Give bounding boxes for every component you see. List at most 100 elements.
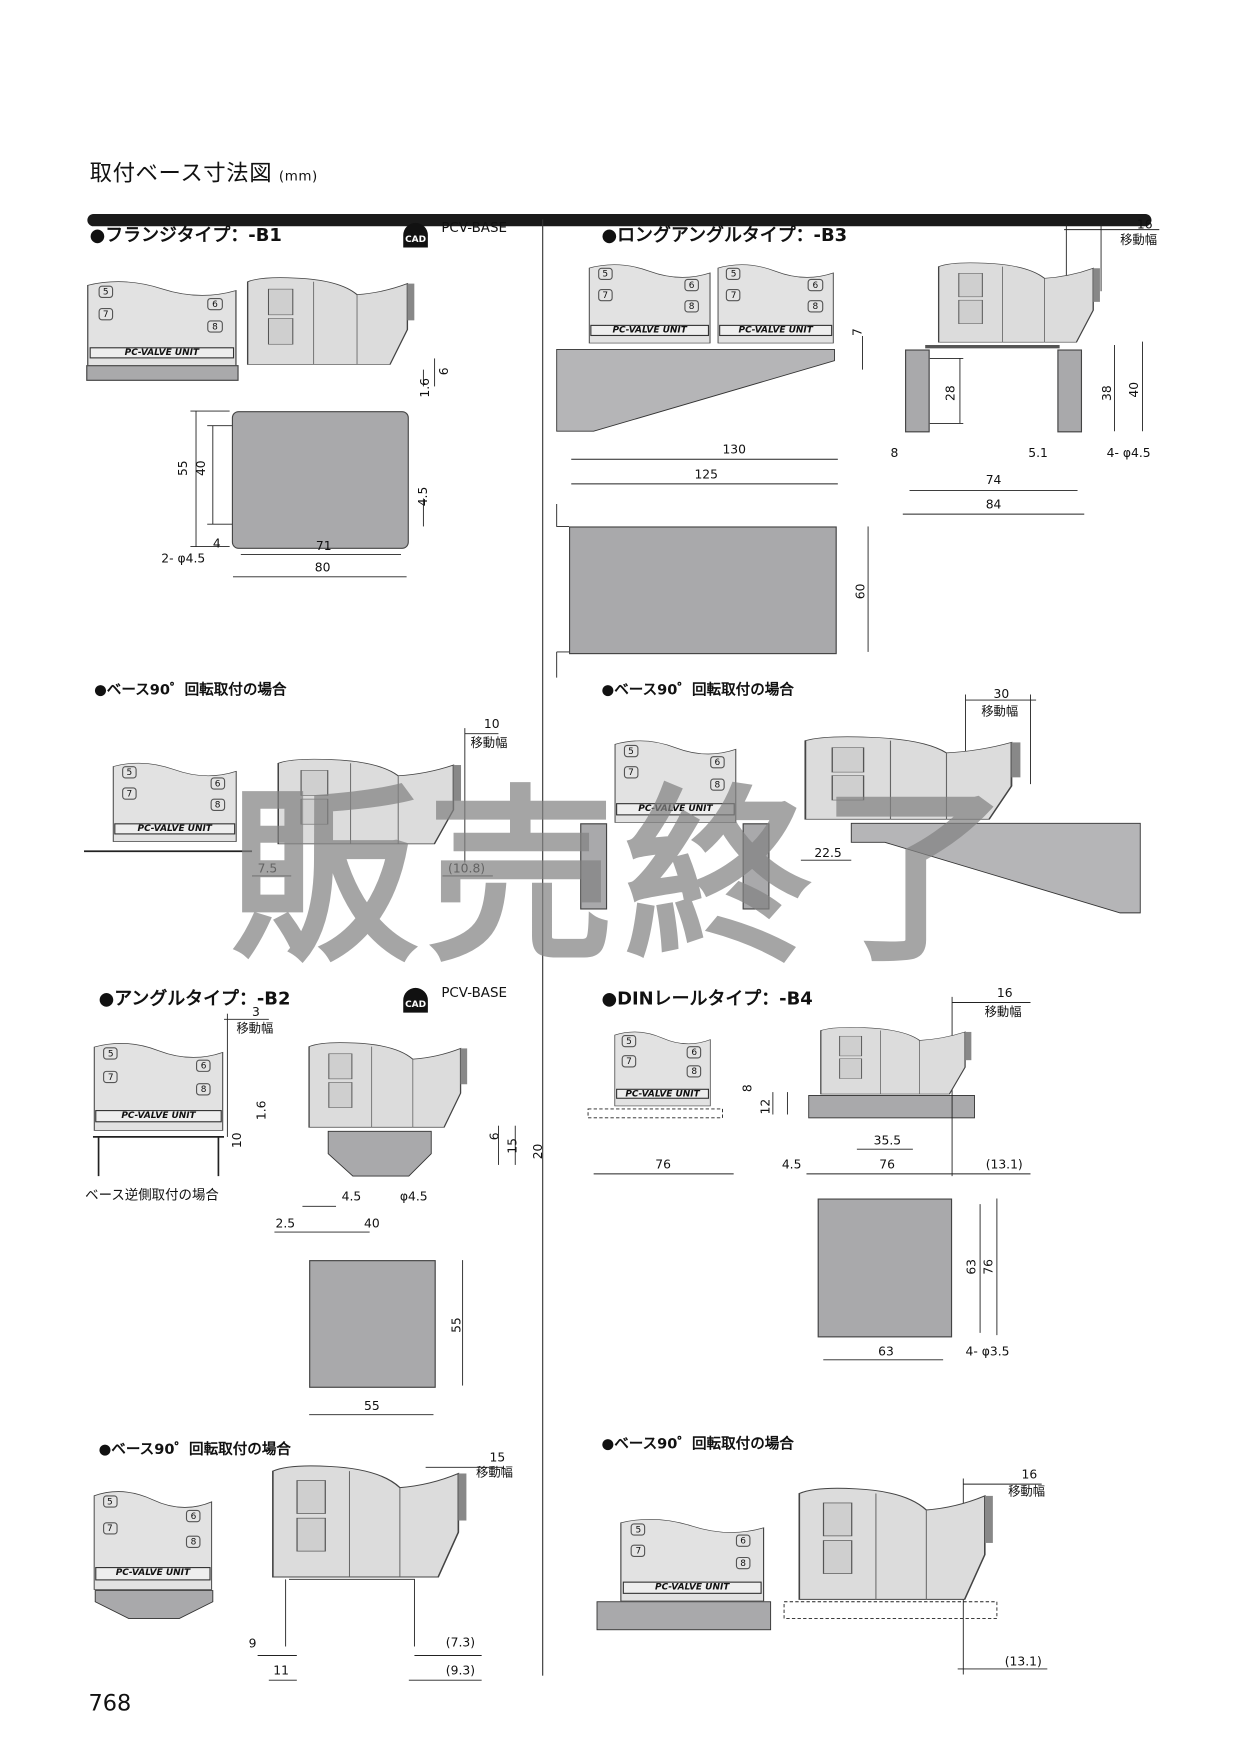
dim-label: 22.5 xyxy=(814,845,842,861)
page-title: 取付ベース寸法図(mm) xyxy=(90,155,318,187)
b1-rotated-heading: ●ベース90゜回転取付の場合 xyxy=(94,682,287,699)
cad-model-link[interactable]: PCV-BASE xyxy=(441,219,508,236)
port-7-label: 7 xyxy=(102,1521,118,1535)
cad-icon[interactable]: CAD xyxy=(403,222,428,248)
dim-label: 74 xyxy=(985,472,1002,488)
unit-name-strip: PC-VALVE UNIT xyxy=(615,1088,710,1100)
dim-label: (9.3) xyxy=(445,1663,476,1678)
dim-label: 16 xyxy=(1021,1467,1038,1482)
valve-unit-side-view xyxy=(269,1462,471,1580)
bracket-leg-right xyxy=(1057,349,1083,433)
unit-body-shape xyxy=(717,264,834,344)
dim-label: 4- φ3.5 xyxy=(965,1344,1010,1359)
unit-side-shape xyxy=(804,736,1021,820)
port-7-label: 7 xyxy=(98,307,114,321)
dim-label: 4.5 xyxy=(781,1157,802,1172)
cad-icon[interactable]: CAD xyxy=(403,987,428,1013)
unit-side-shape xyxy=(798,1487,993,1600)
port-8-label: 8 xyxy=(710,777,725,791)
port-6-label: 6 xyxy=(186,1509,201,1523)
port-8-label: 8 xyxy=(735,1556,751,1569)
port-5-label: 5 xyxy=(122,766,137,779)
unit-side-shape xyxy=(308,1042,468,1128)
flange-base-plate xyxy=(231,411,409,549)
dim-label: 15 xyxy=(489,1450,506,1466)
port-5-label: 5 xyxy=(631,1522,646,1536)
dim-label: 8 xyxy=(740,1084,755,1093)
dim-label: 7.5 xyxy=(257,861,278,876)
unit-side-shape xyxy=(246,277,415,365)
din-base-plate xyxy=(817,1198,953,1338)
dim-label: 60 xyxy=(853,583,869,600)
dim-label: 63 xyxy=(964,1258,979,1275)
dim-label: 4 xyxy=(212,536,221,552)
b1-heading: ●フランジタイプ：-B1 xyxy=(89,224,282,246)
valve-unit-side-view xyxy=(244,274,418,366)
unit-side-shape xyxy=(272,1465,467,1578)
bracket-leg-right xyxy=(742,823,770,910)
dim-label: 2- φ4.5 xyxy=(161,551,206,566)
valve-unit-side-view xyxy=(818,1025,975,1096)
flange-base-edge xyxy=(86,365,239,381)
port-5-label: 5 xyxy=(726,268,741,281)
b2-heading: ●アングルタイプ：-B2 xyxy=(98,987,291,1010)
unit-name-strip: PC-VALVE UNIT xyxy=(114,823,235,835)
unit-body-shape xyxy=(620,1518,765,1602)
dim-label: 130 xyxy=(722,442,746,458)
port-5-label: 5 xyxy=(621,1035,637,1048)
dim-label: 84 xyxy=(985,497,1002,512)
port-6-label: 6 xyxy=(735,1534,751,1547)
column-divider xyxy=(542,219,544,1676)
b4-rotated-heading: ●ベース90゜回転取付の場合 xyxy=(601,1435,794,1453)
dim-label: 76 xyxy=(981,1258,996,1275)
cad-model-link[interactable]: PCV-BASE xyxy=(441,984,508,1001)
dim-label: 7 xyxy=(850,328,865,337)
dim-label: 63 xyxy=(878,1344,894,1359)
valve-unit-side-view xyxy=(935,260,1103,344)
unit-side-shape xyxy=(937,262,1100,343)
bracket-leg-left xyxy=(905,349,930,433)
port-8-label: 8 xyxy=(186,1536,201,1549)
unit-body-shape xyxy=(614,740,737,823)
dim-label: 3 xyxy=(252,1004,260,1020)
port-6-label: 6 xyxy=(808,279,823,292)
dim-label: 4- φ4.5 xyxy=(1106,445,1151,461)
dim-label: 71 xyxy=(315,538,332,554)
dim-label: 4.5 xyxy=(415,486,431,507)
port-7-label: 7 xyxy=(597,289,613,302)
dim-label: 55 xyxy=(449,1317,464,1333)
unit-side-shape xyxy=(277,758,462,845)
b4-heading: ●DINレールタイプ：-B4 xyxy=(601,987,813,1010)
port-8-label: 8 xyxy=(196,1082,211,1096)
dim-label: 20 xyxy=(530,1143,546,1160)
dim-label: 12 xyxy=(758,1098,773,1115)
dim-label: 80 xyxy=(314,560,331,575)
port-8-label: 8 xyxy=(207,320,223,333)
dim-label: 28 xyxy=(943,385,958,401)
b3-heading: ●ロングアングルタイプ：-B3 xyxy=(601,224,848,246)
dim-label: (7.3) xyxy=(445,1635,476,1650)
movement-label: 移動幅 xyxy=(981,704,1019,720)
port-5-label: 5 xyxy=(102,1495,118,1509)
valve-unit-side-view xyxy=(274,756,464,846)
unit-name-strip: PC-VALVE UNIT xyxy=(622,1581,763,1594)
unit-body-shape xyxy=(614,1031,711,1107)
dim-label: 38 xyxy=(1099,385,1115,401)
valve-unit-side-view xyxy=(795,1484,997,1602)
port-5-label: 5 xyxy=(98,285,114,298)
port-6-label: 6 xyxy=(207,297,223,310)
port-5-label: 5 xyxy=(623,744,639,757)
dim-label: 30 xyxy=(993,686,1010,702)
port-6-label: 6 xyxy=(210,777,225,791)
valve-unit-side-view xyxy=(306,1039,471,1129)
dim-label: (13.1) xyxy=(1004,1654,1042,1669)
port-8-label: 8 xyxy=(686,1065,702,1078)
dim-label: 1.6 xyxy=(254,1100,269,1121)
dim-label: 10 xyxy=(483,716,500,732)
port-8-label: 8 xyxy=(210,798,225,812)
